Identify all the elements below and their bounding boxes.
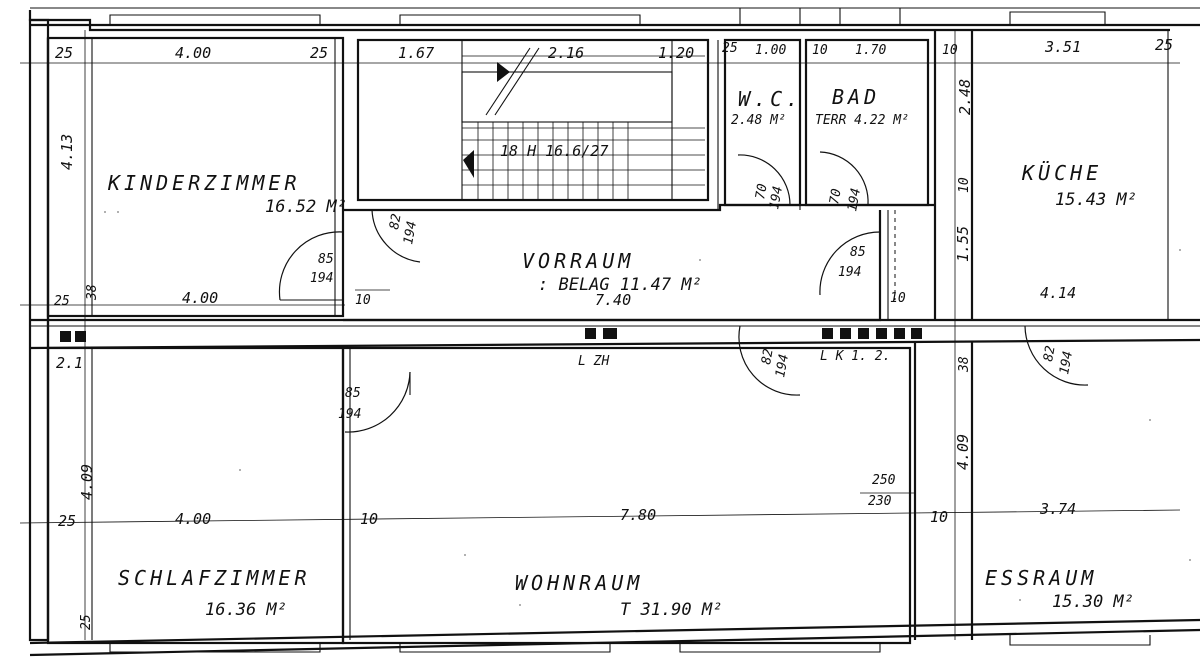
dim-label: 3.74 bbox=[1039, 500, 1076, 518]
room-name-kueche: KÜCHE bbox=[1021, 161, 1102, 185]
dim-label: 38 bbox=[85, 284, 100, 301]
dim-label: 2.16 bbox=[548, 44, 584, 62]
dim-label: 1.55 bbox=[954, 226, 972, 262]
dim-label: 4.00 bbox=[175, 44, 211, 62]
dim-label: 10 bbox=[890, 291, 906, 306]
room-name-wc: W.C. bbox=[738, 87, 802, 111]
dim-label: 2.1 bbox=[56, 354, 83, 372]
dim-label: 25 bbox=[1155, 36, 1173, 54]
dim-label: 7.80 bbox=[620, 506, 656, 524]
room-name-schlafzimmer: SCHLAFZIMMER bbox=[118, 566, 311, 590]
switch-icon bbox=[822, 328, 833, 339]
dim-label: 82 bbox=[1041, 345, 1059, 363]
dim-label: 25 bbox=[58, 512, 76, 530]
switch-icon bbox=[603, 328, 617, 339]
switch-icon bbox=[840, 328, 851, 339]
dim-label: 4.13 bbox=[58, 134, 76, 170]
stair-label: 18 H 16.6/27 bbox=[500, 142, 608, 160]
label-lk12: L K 1. 2. bbox=[820, 349, 890, 364]
stair-arrow-icon bbox=[497, 62, 510, 82]
switch-icon bbox=[911, 328, 922, 339]
dim-label: 194 bbox=[1057, 350, 1076, 376]
dim-label: 85 bbox=[318, 252, 334, 267]
dimension-lines bbox=[19, 30, 1181, 640]
stair-arrow-icon-2 bbox=[463, 150, 474, 178]
electrical-symbols bbox=[60, 328, 922, 342]
dim-label: 25 bbox=[54, 294, 70, 309]
dim-label: 85 bbox=[345, 386, 361, 401]
room-area-kinderzimmer: 16.52 M² bbox=[265, 197, 347, 217]
dim-label: 4.09 bbox=[78, 464, 96, 500]
dim-label: 2.48 bbox=[956, 79, 974, 115]
dim-label: 3.51 bbox=[1044, 38, 1081, 56]
room-area-schlafzimmer: 16.36 M² bbox=[205, 600, 287, 620]
dim-label: 4.00 bbox=[175, 510, 211, 528]
dim-label: 82 bbox=[759, 348, 777, 366]
dim-label: 25 bbox=[310, 44, 328, 62]
vorraum-width: 7.40 bbox=[595, 291, 631, 309]
dim-label: 1.67 bbox=[398, 44, 434, 62]
paper-texture bbox=[104, 211, 1191, 606]
room-area-vorraum: : BELAG 11.47 M² bbox=[538, 275, 702, 295]
dim-label: 38 bbox=[957, 356, 972, 373]
label-lzh: L ZH bbox=[578, 354, 609, 369]
dim-label: 25 bbox=[722, 41, 738, 56]
dim-label: 70 bbox=[753, 183, 771, 201]
dim-label: 1.20 bbox=[658, 44, 694, 62]
switch-icon bbox=[876, 328, 887, 339]
switch-icon bbox=[60, 331, 71, 342]
room-area-kueche: 15.43 M² bbox=[1055, 190, 1137, 210]
switch-icon bbox=[75, 331, 86, 342]
dim-label: 85 bbox=[850, 245, 866, 260]
room-area-essraum: 15.30 M² bbox=[1052, 592, 1134, 612]
dim-label: 10 bbox=[355, 293, 371, 308]
switch-icon bbox=[858, 328, 869, 339]
dim-label: 230 bbox=[868, 494, 892, 509]
dim-label: 10 bbox=[812, 43, 828, 58]
dim-label: 250 bbox=[872, 473, 896, 488]
dim-label: 1.70 bbox=[855, 43, 886, 58]
dimension-labels: 25 4.00 25 1.67 2.16 1.20 25 1.00 10 1.7… bbox=[54, 36, 1173, 630]
dim-label: 4.09 bbox=[954, 434, 972, 470]
room-name-vorraum: VORRAUM bbox=[522, 249, 634, 273]
room-area-wohnraum: T 31.90 M² bbox=[620, 600, 722, 620]
dim-label: 10 bbox=[360, 510, 378, 528]
dim-label: 194 bbox=[310, 271, 333, 286]
staircase: 18 H 16.6/27 bbox=[461, 40, 705, 200]
dim-label: 25 bbox=[55, 44, 73, 62]
dim-label: 194 bbox=[338, 407, 361, 422]
dim-label: 194 bbox=[401, 220, 420, 246]
dim-label: 4.14 bbox=[1040, 284, 1076, 302]
dim-label: 194 bbox=[845, 187, 864, 213]
dim-label: 4.00 bbox=[182, 289, 218, 307]
walls bbox=[28, 7, 1200, 657]
room-name-essraum: ESSRAUM bbox=[985, 566, 1097, 590]
room-labels: KINDERZIMMER 16.52 M² W.C. 2.48 M² BAD T… bbox=[107, 85, 1137, 620]
room-name-kinderzimmer: KINDERZIMMER bbox=[107, 171, 301, 195]
switch-icon bbox=[585, 328, 596, 339]
switch-icon bbox=[894, 328, 905, 339]
room-name-bad: BAD bbox=[832, 85, 880, 109]
room-area-wc: 2.48 M² bbox=[731, 113, 786, 128]
dim-label: 1.00 bbox=[755, 43, 786, 58]
doors bbox=[278, 151, 1089, 433]
dim-label: 70 bbox=[827, 188, 845, 206]
dim-label: 10 bbox=[957, 177, 972, 193]
dim-label: 25 bbox=[79, 614, 94, 630]
room-name-wohnraum: WOHNRAUM bbox=[515, 571, 643, 595]
dim-label: 10 bbox=[942, 43, 958, 58]
dim-label: 10 bbox=[930, 508, 948, 526]
dim-label: 194 bbox=[838, 265, 861, 280]
dim-label: 194 bbox=[773, 353, 792, 379]
dim-label: 194 bbox=[767, 185, 786, 211]
room-area-bad: TERR 4.22 M² bbox=[815, 113, 909, 128]
dim-label: 82 bbox=[387, 213, 405, 231]
